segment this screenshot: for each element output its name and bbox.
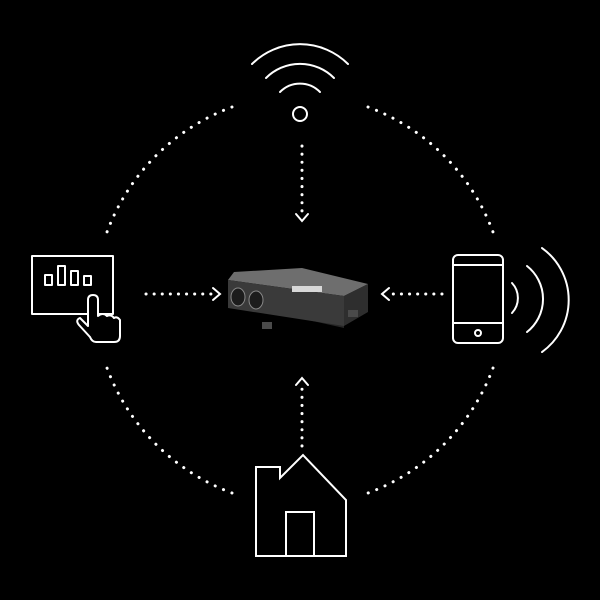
ring-arc-bottom-right — [366, 366, 495, 495]
dotted-ring — [105, 105, 495, 495]
arrow-from-top — [295, 144, 309, 223]
ring-arc-bottom-left — [105, 366, 234, 495]
ring-arc-top-left — [105, 105, 234, 234]
house-icon — [255, 453, 347, 557]
ventilation-unit-device — [228, 268, 368, 329]
wifi-icon — [251, 43, 349, 122]
control-panel-touch-icon — [31, 255, 121, 343]
arrow-from-bottom — [295, 376, 309, 448]
smartphone-signal-icon — [452, 247, 570, 353]
arrow-from-right — [380, 287, 444, 301]
arrow-from-left — [144, 287, 222, 301]
ring-arc-top-right — [366, 105, 495, 234]
